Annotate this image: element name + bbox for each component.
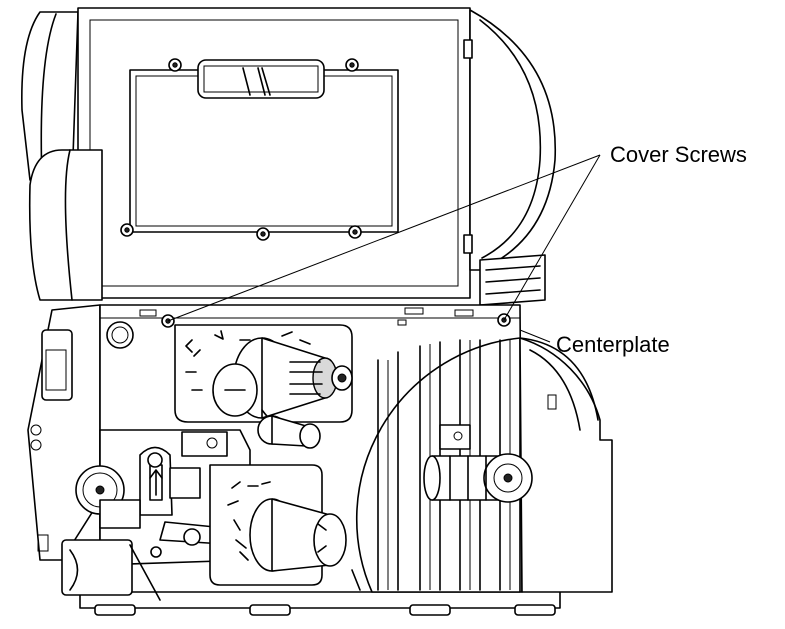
ribbon-takeup-spindle (209, 464, 347, 586)
callout-centerplate: Centerplate (519, 329, 670, 357)
leader-line-right-screw (503, 154, 601, 321)
printhead-assembly (61, 429, 251, 601)
leader-line-centerplate (519, 329, 551, 343)
media-supply-hanger (351, 337, 613, 593)
cover-screws-label: Cover Screws (610, 142, 747, 167)
callout-cover-screws: Cover Screws (167, 142, 747, 322)
leader-line-left-screw (167, 154, 601, 322)
centerplate-label: Centerplate (556, 332, 670, 357)
ribbon-supply-spindle (174, 324, 353, 449)
open-cover (21, 7, 557, 306)
